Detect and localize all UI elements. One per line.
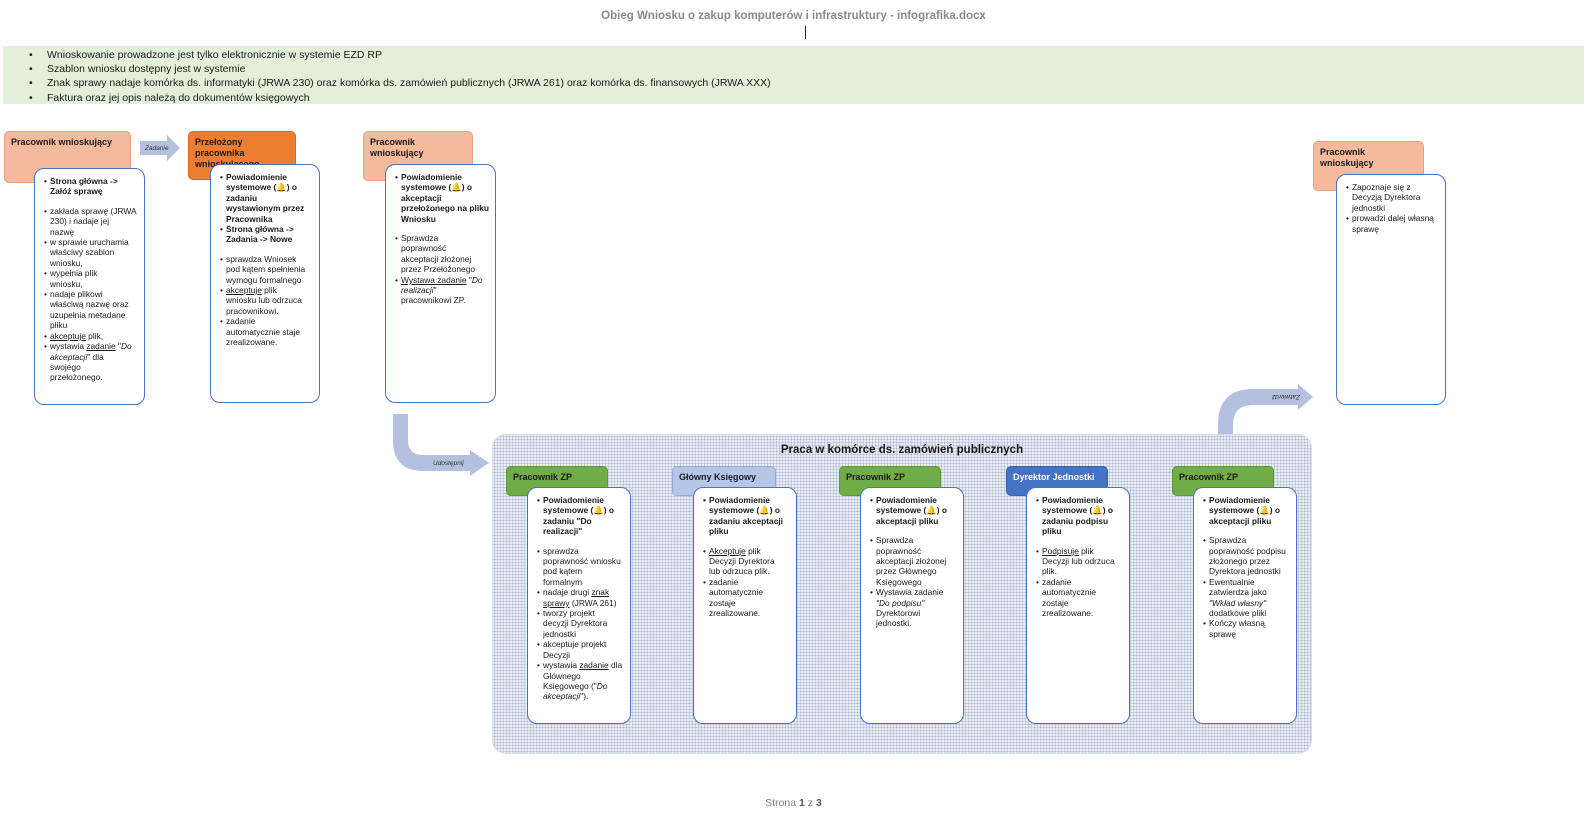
document-title: Obieg Wniosku o zakup komputerów i infra…	[601, 10, 986, 22]
zp4-header-label: Dyrektor Jednostki	[1013, 472, 1095, 482]
note-item: Szablon wniosku dostępny jest w systemie	[3, 62, 1584, 76]
note-item: Faktura oraz jej opis należą do dokument…	[3, 91, 1584, 105]
step3-bullet: Wystawa zadanie "Dorealizacji"pracowniko…	[395, 275, 489, 306]
notes-panel: Wnioskowanie prowadzone jest tylko elekt…	[3, 46, 1584, 105]
zp-department-title: Praca w komórce ds. zamówień publicznych	[780, 444, 1024, 456]
zp2-header-label: Główny Księgowy	[679, 472, 757, 482]
page-current: 1	[799, 797, 805, 809]
arrow-label-zadanie: Zadanie	[144, 145, 169, 152]
notes-list: Wnioskowanie prowadzone jest tylko elekt…	[3, 48, 1584, 105]
arrow-right-shape	[140, 135, 180, 161]
note-item: Wnioskowanie prowadzone jest tylko elekt…	[3, 48, 1584, 62]
zp3-header-label: Pracownik ZP	[846, 472, 906, 482]
arrow-label-zatwierdz: Zatwierdź	[1271, 393, 1301, 400]
note-item: Znak sprawy nadaje komórka ds. informaty…	[3, 76, 1584, 90]
step1-header-label: Pracownik wnioskujący	[11, 137, 113, 147]
arrow-label-udostepnij: Udostępnij	[433, 460, 464, 467]
zp3-bullet: Wystawia zadanie"Do podpisu"Dyrektorowij…	[870, 587, 957, 629]
zp5-header-label: Pracownik ZP	[1179, 472, 1239, 482]
step4-header-label: Pracownik wnioskujący	[1320, 147, 1374, 168]
page-counter: Strona 1 z 3	[0, 797, 1587, 809]
page-total: 3	[815, 797, 822, 809]
text-cursor	[805, 26, 806, 39]
page-counter-prefix: Strona	[765, 797, 800, 809]
page-counter-mid: z	[804, 797, 816, 809]
step1-line-main: Strona główna ->Załóż sprawę	[44, 176, 138, 197]
step1-bullet: akceptuje plik,	[44, 331, 138, 342]
arrow-bent-down-right	[393, 414, 489, 476]
step3-header-label: Pracownik wnioskujący	[370, 137, 424, 158]
step2-line-main: Strona główna ->Zadania -> Nowe	[220, 224, 313, 245]
step1-card: Strona główna ->Załóż sprawę zakłada spr…	[34, 168, 145, 405]
zp1-header-label: Pracownik ZP	[513, 472, 573, 482]
arrow-bent-up-right	[1218, 384, 1313, 445]
